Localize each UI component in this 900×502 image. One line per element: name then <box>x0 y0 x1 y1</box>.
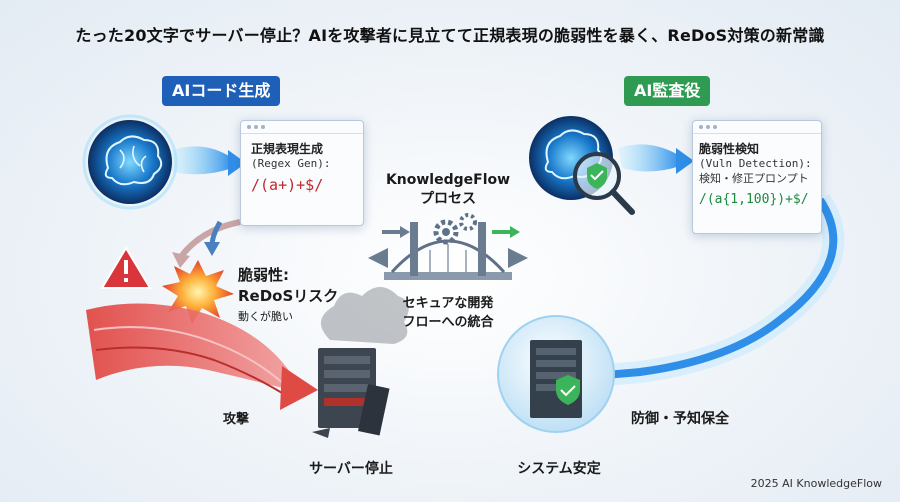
server-down-label: サーバー停止 <box>309 461 393 477</box>
bridge-icon <box>384 222 512 280</box>
regex-gen-subtitle: (Regex Gen): <box>251 157 331 170</box>
copyright: 2025 AI KnowledgeFlow <box>750 477 882 490</box>
flow-integration-label: フローへの統合 <box>402 315 494 330</box>
page-title: たった20文字でサーバー停止？AIを攻撃者に見立てて正規表現の脆弱性を暴く、Re… <box>75 26 825 45</box>
defense-label: 防御・予知保全 <box>631 411 729 427</box>
secure-integration-label: セキュアな開発 フローへの統合 <box>378 292 518 330</box>
vuln-detection-title: 脆弱性検知 <box>699 142 760 156</box>
attack-label: 攻撃 <box>222 412 249 427</box>
redos-risk-title: ReDoSリスク <box>238 287 339 305</box>
arrow-right-icon <box>510 226 520 238</box>
vulnerability-note: 動くが脆い <box>238 310 293 323</box>
ai-brain-icon <box>82 114 178 210</box>
regex-gen-title: 正規表現生成 <box>251 142 324 156</box>
arrow-right-icon <box>400 226 410 238</box>
vulnerable-regex: /(a+)+$/ <box>251 176 324 194</box>
arrow-right-icon <box>508 248 528 268</box>
arrow-right-icon <box>676 148 694 174</box>
vulnerability-title: 脆弱性: <box>238 266 289 284</box>
magnifier-icon <box>573 152 635 215</box>
knowledgeflow-name: KnowledgeFlow <box>385 172 511 188</box>
regex-gen-window: 正規表現生成 (Regex Gen): /(a+)+$/ <box>240 120 364 226</box>
window-titlebar <box>241 121 363 134</box>
gear-icon <box>433 213 477 245</box>
window-titlebar <box>693 121 821 134</box>
ai-stream-right <box>618 144 680 172</box>
arrow-down-icon <box>204 242 220 256</box>
fixed-regex: /(a{1,100})+$/ <box>699 192 809 207</box>
secure-dev-label: セキュアな開発 <box>402 296 494 311</box>
server-stable-icon <box>497 315 615 433</box>
arrow-down-icon <box>172 252 190 268</box>
ai-stream-left <box>172 146 232 175</box>
system-stable-label: システム安定 <box>517 461 601 477</box>
process-label: プロセス <box>420 191 476 207</box>
vulnerability-label: 脆弱性: ReDoSリスク 動くが脆い <box>238 264 348 324</box>
knowledgeflow-process-label: KnowledgeFlow プロセス <box>378 172 518 208</box>
ai-code-gen-badge: AIコード生成 <box>162 76 281 106</box>
branch-arrow-danger <box>177 219 241 260</box>
vuln-detection-subtitle: (Vuln Detection): <box>699 157 812 170</box>
arrow-right-icon <box>280 366 318 410</box>
attack-flow <box>86 303 298 392</box>
warning-icon <box>100 246 152 289</box>
fix-prompt-label: 検知・修正プロンプト <box>699 172 809 185</box>
arrow-right-icon <box>228 150 246 176</box>
arrow-left-icon <box>368 248 388 268</box>
vuln-detection-window: 脆弱性検知 (Vuln Detection): 検知・修正プロンプト /(a{1… <box>692 120 822 234</box>
server-broken-icon <box>312 287 409 438</box>
ai-auditor-badge: AI監査役 <box>624 76 711 106</box>
